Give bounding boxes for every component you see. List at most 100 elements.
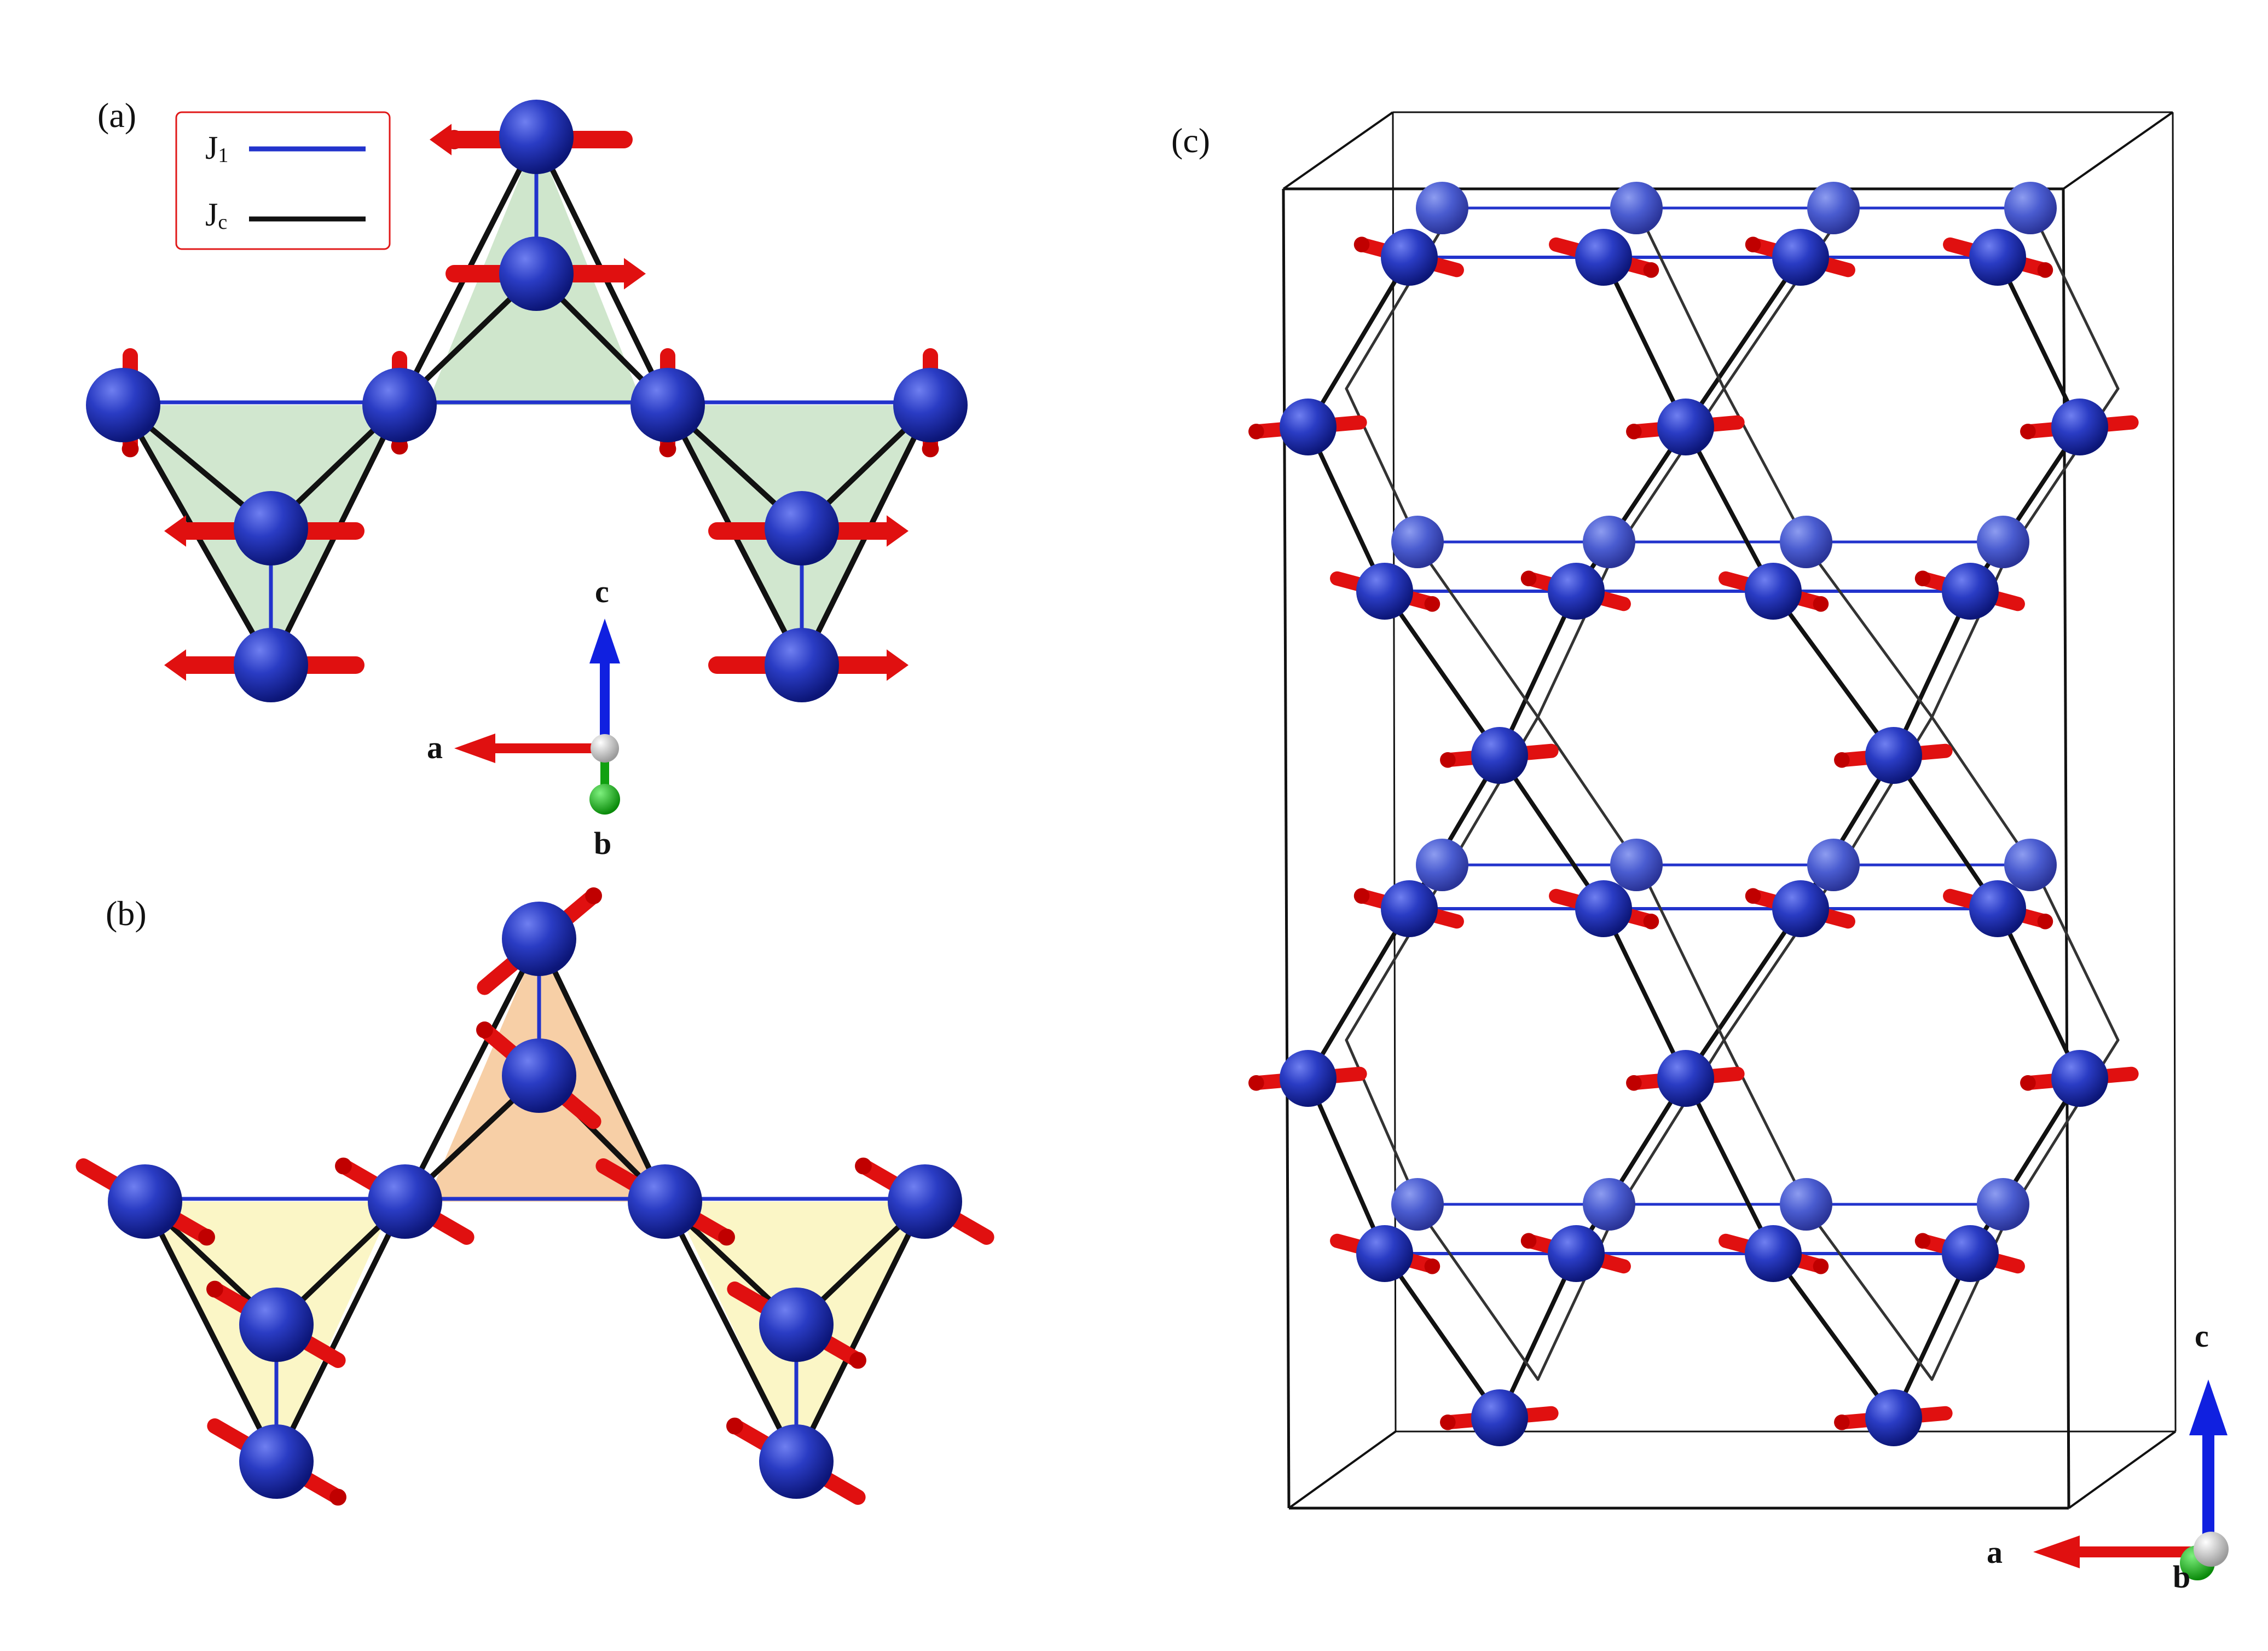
bond: [1640, 869, 1726, 1042]
spin-arrow-cap: [1813, 596, 1829, 612]
bond: [1640, 217, 1726, 390]
spin-arrow-cap: [659, 440, 676, 458]
bond: [1306, 1076, 1387, 1256]
panel-a-structure: [86, 100, 968, 702]
atom: [1391, 1178, 1444, 1231]
spin-arrow-cap: [2020, 1075, 2036, 1091]
atom: [1583, 1178, 1635, 1231]
axis-origin-ball: [591, 734, 619, 763]
bond: [1891, 1251, 1972, 1420]
atom: [1657, 399, 1714, 455]
atom: [234, 491, 308, 565]
atom: [1807, 182, 1860, 234]
bond: [1771, 1251, 1896, 1420]
spin-arrow-cap: [1834, 752, 1850, 768]
atom: [239, 1288, 314, 1362]
spin-arrow-cap: [1353, 888, 1370, 904]
panel-label-a: (a): [97, 96, 136, 135]
atom: [1416, 182, 1468, 234]
spin-arrow-cap: [1248, 1075, 1264, 1091]
atom: [1583, 516, 1635, 568]
axis-c-arrowhead: [589, 619, 620, 663]
panel-label-c: (c): [1171, 121, 1210, 160]
spin-arrow-cap: [476, 1021, 493, 1038]
atom: [499, 236, 574, 311]
spin-arrow-cap: [726, 1417, 743, 1435]
bond: [1810, 1214, 1934, 1381]
atom: [759, 1424, 834, 1499]
atom: [1657, 1050, 1714, 1107]
spin-arrow-cap: [1626, 423, 1642, 440]
bond: [1421, 551, 1540, 719]
spin-arrow-cap: [922, 440, 939, 458]
atom: [2051, 399, 2108, 455]
atom: [1575, 229, 1632, 286]
bond: [1382, 1251, 1502, 1420]
atom: [628, 1164, 702, 1239]
spin-arrow-cap: [198, 1228, 215, 1246]
bond: [1497, 1251, 1578, 1420]
atom: [502, 1038, 576, 1113]
spin-arrow-cap: [1520, 1233, 1537, 1249]
atom: [1280, 399, 1336, 455]
axis-c-origin-ball: [2194, 1532, 2229, 1567]
bond: [402, 936, 542, 1204]
atom: [759, 1288, 834, 1362]
axis-triad-c: a c b: [1987, 1318, 2229, 1595]
bond: [1601, 255, 1688, 429]
bond: [1771, 589, 1896, 758]
axis-c-label-b: b: [2173, 1559, 2190, 1595]
legend-j1-label: J1: [205, 130, 228, 167]
spin-arrowhead: [164, 515, 186, 547]
atom: [239, 1424, 314, 1499]
bond: [274, 1199, 408, 1464]
panel-b-structure: [76, 887, 994, 1506]
spin-arrow-cap: [585, 887, 602, 904]
spin-arrow-cap: [1745, 236, 1761, 253]
bond: [1683, 425, 1775, 593]
atom: [1416, 839, 1468, 891]
spin-arrowhead: [164, 649, 186, 681]
atom: [1942, 563, 1999, 620]
spin-arrow-cap: [1440, 752, 1456, 768]
atom: [765, 491, 839, 565]
bond: [794, 1199, 928, 1464]
bond: [1810, 551, 1934, 719]
spin-arrow-cap: [1643, 913, 1659, 930]
atom: [1977, 516, 2029, 568]
spin-arrow-cap: [1914, 570, 1931, 587]
spin-arrowhead: [887, 649, 909, 681]
atom: [362, 368, 437, 442]
bond: [1601, 907, 1688, 1081]
spin-arrow-cap: [1813, 1258, 1829, 1274]
atom: [1977, 1178, 2029, 1231]
atom: [1772, 229, 1829, 286]
bond: [2034, 217, 2120, 390]
atom: [1942, 1225, 1999, 1282]
bond: [662, 1199, 799, 1464]
bond: [1683, 1076, 1775, 1256]
atom: [2051, 1050, 2108, 1107]
bond: [1306, 255, 1411, 429]
axis-label-b: b: [594, 826, 611, 861]
spin-arrow-cap: [2020, 423, 2036, 440]
atom: [1969, 880, 2026, 937]
spin-arrow-cap: [1248, 423, 1264, 440]
bond: [1891, 589, 1972, 758]
bond: [1968, 1076, 2082, 1256]
atom: [368, 1164, 442, 1239]
atom: [1356, 563, 1413, 620]
atom: [1381, 880, 1438, 937]
atom: [2004, 839, 2057, 891]
atom: [1280, 1050, 1336, 1107]
bond: [1968, 425, 2082, 593]
bond: [536, 936, 668, 1204]
spin-arrow-cap: [855, 1157, 872, 1175]
spin-arrow-cap: [718, 1228, 735, 1246]
atom: [888, 1164, 962, 1239]
axis-c-a-arrowhead: [2033, 1535, 2080, 1568]
bond: [1683, 907, 1803, 1081]
axis-label-c: c: [595, 574, 609, 609]
axis-c-c-arrowhead: [2189, 1379, 2228, 1435]
